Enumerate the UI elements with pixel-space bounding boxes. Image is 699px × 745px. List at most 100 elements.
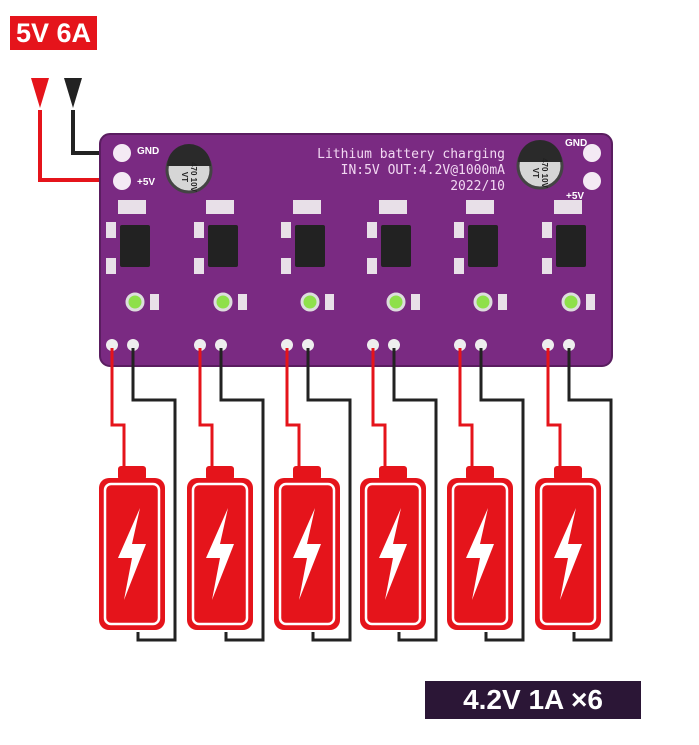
charger-ic — [468, 225, 498, 267]
board-silkscreen: Lithium battery charging IN:5V OUT:4.2V@… — [280, 147, 505, 195]
resistor — [367, 222, 377, 238]
lightning-icon — [379, 508, 407, 600]
power-pad — [113, 172, 131, 190]
charger-ic — [295, 225, 325, 267]
negative-output-wire — [131, 348, 177, 642]
resistor — [194, 258, 204, 274]
resistor — [542, 222, 552, 238]
board-title: Lithium battery charging — [317, 147, 505, 162]
gnd-pad-label-right: GND — [565, 138, 588, 149]
capacitor-top — [167, 144, 211, 166]
resistor — [106, 258, 116, 274]
positive-output-wire — [198, 348, 214, 468]
resistor — [106, 222, 116, 238]
battery-positive-pad — [194, 339, 206, 351]
positive-input-wire — [38, 110, 118, 182]
power-pad — [583, 144, 601, 162]
capacitor-label-right: 470 10V VT — [531, 158, 549, 188]
battery-inner-outline — [278, 482, 336, 626]
positive-output-wire — [285, 348, 301, 468]
battery-terminal — [206, 466, 234, 480]
battery-positive-pad — [454, 339, 466, 351]
battery-terminal — [293, 466, 321, 480]
battery-terminal — [554, 466, 582, 480]
lightning-icon — [293, 508, 321, 600]
resistor — [411, 294, 420, 310]
charger-ic — [381, 225, 411, 267]
battery-negative-pad — [215, 339, 227, 351]
positive-output-wire — [110, 348, 126, 468]
resistor — [118, 200, 146, 214]
resistor — [206, 200, 234, 214]
negative-output-wire — [306, 348, 352, 642]
plus5v-pad-label-right: +5V — [566, 191, 585, 202]
battery-terminal — [118, 466, 146, 480]
resistor — [454, 258, 464, 274]
resistor — [194, 222, 204, 238]
battery-negative-pad — [302, 339, 314, 351]
resistor — [554, 200, 582, 214]
battery-positive-pad — [542, 339, 554, 351]
battery-inner-outline — [103, 482, 161, 626]
status-led — [125, 292, 145, 312]
resistor — [367, 258, 377, 274]
negative-arrow-icon — [64, 78, 82, 108]
resistor — [542, 258, 552, 274]
battery-inner-outline — [451, 482, 509, 626]
status-led — [300, 292, 320, 312]
input-spec-label: 5V 6A — [10, 16, 98, 50]
battery-inner-outline — [191, 482, 249, 626]
charger-ic — [120, 225, 150, 267]
battery-terminal — [466, 466, 494, 480]
negative-output-wire — [392, 348, 438, 642]
resistor — [498, 294, 507, 310]
power-pad — [583, 172, 601, 190]
negative-output-wire — [479, 348, 525, 642]
status-led — [561, 292, 581, 312]
charger-ic — [208, 225, 238, 267]
resistor — [379, 200, 407, 214]
lightning-icon — [554, 508, 582, 600]
board-spec: IN:5V OUT:4.2V@1000mA — [340, 163, 505, 178]
battery-negative-pad — [127, 339, 139, 351]
resistor — [325, 294, 334, 310]
battery-inner-outline — [539, 482, 597, 626]
status-led — [473, 292, 493, 312]
battery-negative-pad — [563, 339, 575, 351]
negative-output-wire — [219, 348, 265, 642]
capacitor-label-left: 470 10V VT — [180, 162, 198, 192]
battery-inner-outline — [364, 482, 422, 626]
pcb-outline — [99, 133, 613, 367]
positive-output-wire — [371, 348, 387, 468]
lightning-icon — [466, 508, 494, 600]
lightning-icon — [118, 508, 146, 600]
plus5v-pad-label: +5V — [137, 177, 156, 188]
status-led — [213, 292, 233, 312]
positive-output-wire — [546, 348, 562, 468]
board-date: 2022/10 — [450, 179, 505, 194]
battery-negative-pad — [388, 339, 400, 351]
output-spec-label: 4.2V 1A ×6 — [425, 681, 641, 719]
resistor — [238, 294, 247, 310]
negative-output-wire — [567, 348, 613, 642]
charger-ic — [556, 225, 586, 267]
battery-positive-pad — [367, 339, 379, 351]
resistor — [281, 258, 291, 274]
power-pad — [113, 144, 131, 162]
resistor — [466, 200, 494, 214]
resistor — [293, 200, 321, 214]
positive-arrow-icon — [31, 78, 49, 108]
resistor — [281, 222, 291, 238]
battery-positive-pad — [106, 339, 118, 351]
positive-output-wire — [458, 348, 474, 468]
battery-negative-pad — [475, 339, 487, 351]
resistor — [454, 222, 464, 238]
gnd-pad-label: GND — [137, 146, 160, 157]
resistor — [150, 294, 159, 310]
battery-positive-pad — [281, 339, 293, 351]
battery-terminal — [379, 466, 407, 480]
status-led — [386, 292, 406, 312]
resistor — [586, 294, 595, 310]
capacitor-top — [518, 140, 562, 162]
